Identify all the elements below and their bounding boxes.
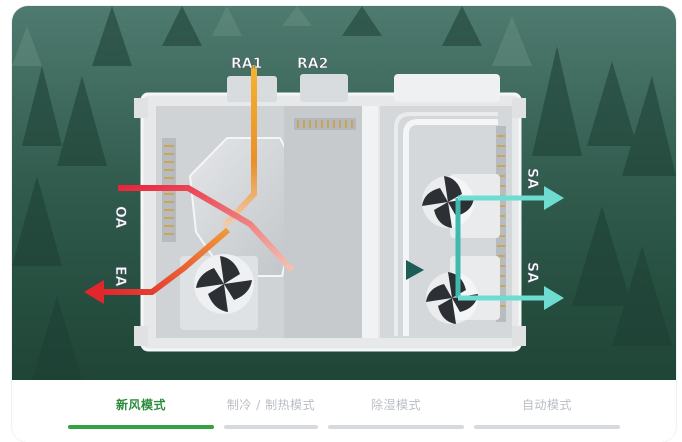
fan-icon-left <box>194 254 254 314</box>
exhaust-air-arrow <box>100 227 230 295</box>
tab-indicator <box>328 425 464 429</box>
tab-label: 自动模式 <box>521 398 572 412</box>
fan-icon-top-right <box>422 176 474 228</box>
tab-label: 除湿模式 <box>370 398 421 412</box>
tab-label: 制冷 / 制热模式 <box>226 398 316 412</box>
outdoor-air-arrow <box>118 185 295 273</box>
label-ea: EA <box>112 266 128 287</box>
exhaust-arrow-head <box>84 280 104 304</box>
mode-card: RA1 RA2 OA EA SA SA 新风模式 制冷 / 制热模式 除湿模式 … <box>12 6 676 442</box>
tab-indicator <box>474 425 620 429</box>
tab-label: 新风模式 <box>115 398 166 412</box>
ventilation-diagram: RA1 RA2 OA EA SA SA <box>12 6 676 380</box>
label-sa-top: SA <box>524 168 540 189</box>
fan-icon-bottom-right <box>426 272 478 324</box>
mode-tabs: 新风模式 制冷 / 制热模式 除湿模式 自动模式 <box>12 380 676 442</box>
label-ra2: RA2 <box>297 56 328 72</box>
tab-indicator <box>224 425 318 429</box>
tab-auto-mode[interactable]: 自动模式 <box>474 398 620 438</box>
label-oa: OA <box>112 206 128 229</box>
tab-fresh-air-mode[interactable]: 新风模式 <box>68 398 214 438</box>
tab-cooling-heating-mode[interactable]: 制冷 / 制热模式 <box>224 398 318 438</box>
tab-indicator-active <box>68 425 214 429</box>
tab-dehumidify-mode[interactable]: 除湿模式 <box>328 398 464 438</box>
label-ra1: RA1 <box>231 56 262 72</box>
label-sa-bottom: SA <box>524 262 540 283</box>
